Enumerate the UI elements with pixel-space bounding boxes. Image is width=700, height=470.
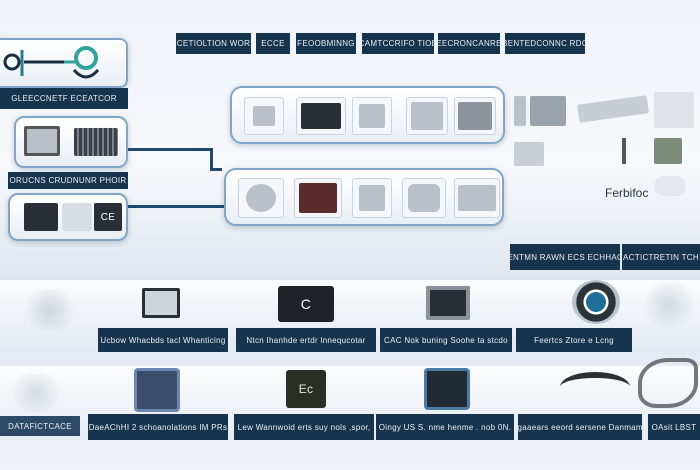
printer-icon	[142, 288, 180, 318]
right-text: Ferbifoc	[605, 186, 649, 200]
right-tag-1: HENTMN RAWN ECS ECHHACE	[510, 244, 620, 270]
device-tile-9	[402, 178, 446, 218]
row1-label-2: Ntcn Ihanhde ertdr lnnequcotar	[236, 328, 376, 352]
device-tile-7	[294, 178, 342, 218]
right-device-3	[577, 95, 649, 123]
top-tab-1[interactable]: SCCETIOLTION WORKD	[176, 33, 251, 54]
top-tab-6[interactable]: BENTEDCONNC RDC	[505, 33, 585, 54]
device-icon-row2-1	[134, 368, 180, 412]
monitor-icon	[24, 126, 60, 156]
connector-h1	[128, 148, 212, 151]
logo-card	[0, 38, 128, 88]
device-tile-4	[406, 97, 448, 135]
monitor-icon-2	[426, 286, 470, 320]
left-lower-card: CE	[8, 193, 128, 241]
server-icon	[74, 128, 118, 156]
row2-label-1: DATAFICTCACE	[0, 416, 80, 436]
gear-icon	[62, 203, 92, 231]
row2-label-4: Oingy US S. nme henme . nob 0N.	[376, 414, 514, 440]
connector-h2	[210, 168, 222, 171]
device-tile-6	[238, 178, 284, 218]
c-logo-icon: C	[278, 286, 334, 322]
lower-device-panel	[224, 168, 504, 226]
left-top-label: GLEECCNETF ECEATCOR	[0, 88, 128, 109]
device-tile-1	[244, 97, 284, 135]
creature-graphic-icon	[638, 358, 698, 408]
connector-h3	[128, 205, 224, 208]
faded-graphic-3	[6, 374, 66, 412]
top-tab-5[interactable]: EECRONCANRE	[438, 33, 500, 54]
right-device-7	[655, 176, 685, 196]
row2-label-3: Lew Wannwoid erts suy nols ,spor,	[234, 414, 374, 440]
left-mid-label: ORUCNS CRUDNUNR PHOIR	[8, 172, 128, 189]
device-tile-5	[454, 97, 496, 135]
faded-graphic-1	[20, 290, 80, 330]
target-icon	[572, 280, 620, 324]
row2-label-6: OAsit LBST	[648, 414, 700, 440]
row1-label-4: Feertcs Ztore e Lcng	[516, 328, 632, 352]
right-device-4	[654, 92, 694, 128]
right-device-5	[514, 142, 544, 166]
device-tile-8	[352, 178, 392, 218]
right-device-2	[530, 96, 566, 126]
network-logo-icon	[3, 46, 100, 79]
top-tab-4[interactable]: CAMTCCRIFO TIOE	[362, 33, 434, 54]
tool-icon	[24, 203, 58, 231]
faded-graphic-2	[640, 282, 698, 328]
device-tile-10	[454, 178, 500, 218]
ec-logo-icon: Ec	[286, 370, 326, 408]
device-tile-3	[352, 97, 392, 135]
probe-icon	[622, 138, 626, 164]
right-device-1	[514, 96, 526, 126]
row2-label-2: DaeAChHI 2 schoanolations IM PRs	[88, 414, 228, 440]
top-tab-3[interactable]: FEOOBMINNG	[296, 33, 356, 54]
left-device-card	[14, 116, 128, 168]
ce-icon: CE	[94, 203, 122, 231]
right-device-6	[654, 138, 682, 164]
row1-label-1: Ucbow Whacbds tacl Whanticing	[98, 328, 228, 352]
top-tab-2[interactable]: ECCE	[256, 33, 290, 54]
right-tag-2: ACTICTRETIN TCH	[622, 244, 700, 270]
upper-device-panel	[230, 86, 505, 144]
device-icon-row2-3	[424, 368, 470, 410]
bird-graphic-icon	[560, 372, 630, 402]
row2-label-5: Fogaaears eeord sersene Danmamon	[518, 414, 642, 440]
row1-label-3: CAC Nok buning Soohe ta stcdo	[380, 328, 512, 352]
connector-v1	[210, 148, 213, 170]
monitor-tile	[296, 97, 346, 135]
